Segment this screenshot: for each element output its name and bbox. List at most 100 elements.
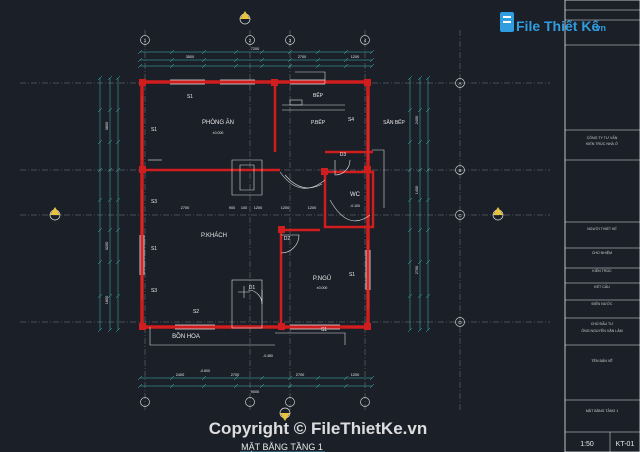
copyright-watermark: Copyright © FileThietKe.vn xyxy=(209,419,427,438)
dim-tick xyxy=(287,375,293,381)
dim-tick xyxy=(425,107,431,113)
dim-tick xyxy=(425,167,431,173)
room-label-bon-hoa: BỒN HOA xyxy=(172,333,200,340)
dim-tick xyxy=(417,197,423,203)
door-tag: S4 xyxy=(348,117,354,123)
dim-tick xyxy=(107,227,113,233)
dim-tick xyxy=(115,139,121,145)
dim-tick xyxy=(97,167,103,173)
dim-text: 1400 xyxy=(415,186,419,194)
grid-label: 2 xyxy=(249,38,252,43)
grid-label: A xyxy=(458,81,461,86)
room-label-p-khach: P.KHÁCH xyxy=(201,232,227,239)
dim-tick xyxy=(233,49,239,55)
dim-tick xyxy=(407,197,413,203)
dim-tick xyxy=(425,139,431,145)
door-tag: S1 xyxy=(321,327,327,333)
dim-text: 2700 xyxy=(181,206,189,210)
dim-tick xyxy=(137,63,143,69)
door-tag: D3 xyxy=(340,152,347,158)
dim-text: 2700 xyxy=(231,373,239,377)
dim-tick xyxy=(417,227,423,233)
dim-tick xyxy=(343,49,349,55)
watermark-logo: File Thiết Kế .vn xyxy=(500,12,606,34)
dim-text: 100 xyxy=(241,206,247,210)
dim-tick xyxy=(115,197,121,203)
dim-tick xyxy=(97,139,103,145)
dim-tick xyxy=(137,57,143,63)
room-label-wc: WC xyxy=(350,192,361,198)
room-label-bep: BẾP xyxy=(313,92,324,99)
dim-text: 3200 xyxy=(105,242,109,250)
reference-grid xyxy=(20,30,550,410)
dim-tick xyxy=(315,63,321,69)
section-markers xyxy=(49,11,504,421)
grid-label: B xyxy=(458,168,461,173)
dim-text: 3500 xyxy=(186,55,194,59)
dim-tick xyxy=(169,383,175,389)
dim-text: 3800 xyxy=(105,122,109,130)
door-tag: S3 xyxy=(151,288,157,294)
dim-text: 1200 xyxy=(281,206,289,210)
dim-tick xyxy=(369,383,375,389)
door-tag: S3 xyxy=(151,199,157,205)
door-tag: S1 xyxy=(151,127,157,133)
dim-text: 1200 xyxy=(308,206,316,210)
dim-tick xyxy=(97,259,103,265)
dim-tick xyxy=(233,383,239,389)
dim-tick xyxy=(201,49,207,55)
dim-tick xyxy=(417,293,423,299)
dim-tick xyxy=(425,197,431,203)
dim-tick xyxy=(417,75,423,81)
door-tag: S1 xyxy=(349,272,355,278)
dim-tick xyxy=(407,167,413,173)
dim-tick xyxy=(425,227,431,233)
room-label-phong-an: PHÒNG ĂN xyxy=(202,119,234,126)
dim-tick xyxy=(107,167,113,173)
door-tag: S2 xyxy=(193,309,199,315)
dim-tick xyxy=(259,49,265,55)
dim-tick xyxy=(417,259,423,265)
dim-tick xyxy=(369,49,375,55)
dim-tick xyxy=(97,327,103,333)
level-p-ngu: ±0.000 xyxy=(317,286,328,290)
grid-label: C xyxy=(458,213,462,218)
dim-tick xyxy=(343,57,349,63)
dim-text: 7200 xyxy=(251,47,259,51)
dim-tick xyxy=(287,57,293,63)
level-phong-an: ±0.000 xyxy=(213,131,224,135)
dim-tick xyxy=(201,375,207,381)
watermark-domain: .vn xyxy=(593,23,606,33)
dim-tick xyxy=(201,63,207,69)
walls xyxy=(140,80,375,329)
dim-tick xyxy=(407,75,413,81)
dim-tick xyxy=(107,139,113,145)
door-tag: D2 xyxy=(284,236,291,242)
dim-tick xyxy=(97,227,103,233)
dim-tick xyxy=(407,107,413,113)
title-block-line: CHỦ ĐẦU TƯ xyxy=(591,321,614,326)
dim-tick xyxy=(115,327,121,333)
dim-tick xyxy=(315,49,321,55)
dim-tick xyxy=(369,57,375,63)
title-block-line: MẶT BẰNG TẦNG 1 xyxy=(586,408,619,413)
dim-tick xyxy=(287,63,293,69)
dim-text: 1800 xyxy=(105,296,109,304)
dim-tick xyxy=(315,57,321,63)
dim-tick xyxy=(115,167,121,173)
dim-tick xyxy=(343,375,349,381)
dim-tick xyxy=(425,75,431,81)
title-block-line: CÔNG TY TƯ VẤN xyxy=(587,135,618,140)
room-label-p-ngu: P.NGỦ xyxy=(313,275,331,282)
dim-tick xyxy=(259,383,265,389)
grid-label: 4 xyxy=(364,38,367,43)
title-block: CÔNG TY TƯ VẤN KIẾN TRÚC NHÀ Ở NGƯỜI THI… xyxy=(564,0,640,452)
level-bottom: -0.600 xyxy=(200,369,210,373)
dim-tick xyxy=(97,75,103,81)
dim-tick xyxy=(315,383,321,389)
dim-tick xyxy=(233,375,239,381)
dim-tick xyxy=(369,375,375,381)
grid-bubbles xyxy=(140,35,465,407)
watermark-brand: File Thiết Kế xyxy=(516,18,599,34)
dim-tick xyxy=(169,57,175,63)
